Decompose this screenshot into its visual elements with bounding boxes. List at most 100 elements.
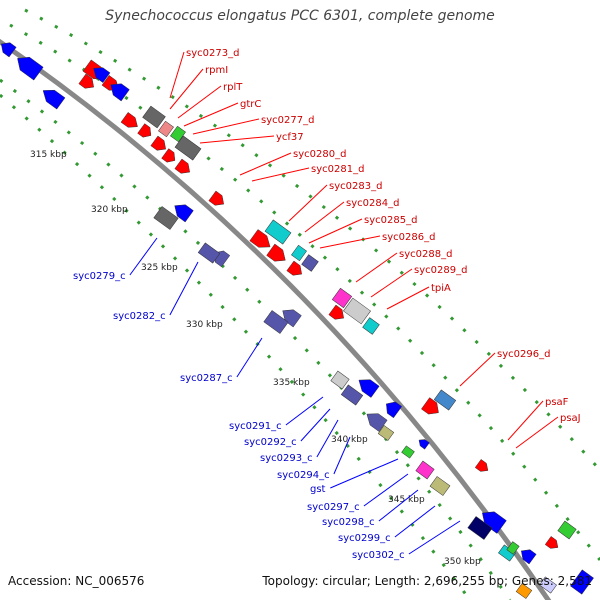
forward-gene-label: syc0277_d <box>261 115 314 126</box>
forward-gene-box <box>301 254 319 272</box>
reverse-gene-label: syc0299_c <box>338 533 391 544</box>
forward-gene-arrow <box>286 260 302 276</box>
reverse-leader-line <box>394 505 436 538</box>
kbp-scale-label: 340 kbp <box>331 435 368 445</box>
forward-gene-arrow <box>78 73 94 89</box>
forward-leader-line <box>169 51 185 99</box>
reverse-leader-line <box>169 261 199 316</box>
forward-gene-arrow <box>174 158 190 174</box>
reverse-gene-arrow <box>42 89 66 110</box>
reverse-leader-line <box>330 458 399 489</box>
reverse-gene-box <box>539 576 557 594</box>
forward-leader-line <box>169 68 204 110</box>
forward-gene-label: syc0281_d <box>311 164 364 175</box>
forward-gene-box <box>170 125 186 143</box>
reverse-gene-label: syc0291_c <box>229 421 282 432</box>
forward-leader-line <box>288 184 328 222</box>
forward-leader-line <box>370 268 413 298</box>
forward-leader-line <box>304 201 345 233</box>
kbp-scale-label: 335 kbp <box>273 378 310 388</box>
reverse-gene-label: syc0292_c <box>244 437 297 448</box>
kbp-scale-label: 320 kbp <box>91 205 128 215</box>
reverse-gene-box <box>429 476 451 496</box>
kbp-scale-label: 315 kbp <box>30 150 67 160</box>
forward-gene-box <box>331 287 353 309</box>
forward-leader-line <box>251 167 310 182</box>
reverse-tick-track-outer <box>0 93 472 600</box>
forward-gene-box <box>343 297 371 325</box>
forward-gene-box <box>264 219 292 245</box>
reverse-leader-line <box>285 396 324 426</box>
reverse-tick-track-inner <box>0 78 512 600</box>
forward-gene-label: syc0288_d <box>399 249 452 260</box>
forward-gene-box <box>142 105 166 129</box>
forward-gene-label: syc0283_d <box>329 181 382 192</box>
forward-leader-line <box>239 152 292 176</box>
forward-leader-line <box>386 286 430 310</box>
forward-gene-label: gtrC <box>240 99 261 110</box>
forward-leader-line <box>183 102 239 127</box>
reverse-leader-line <box>378 489 419 522</box>
forward-gene-arrow <box>150 135 166 151</box>
forward-gene-box <box>557 520 577 540</box>
forward-gene-label: rplT <box>223 82 243 93</box>
reverse-gene-arrow <box>174 204 194 223</box>
forward-gene-arrow <box>266 243 286 262</box>
genome-summary: Topology: circular; Length: 2,696,255 bp… <box>262 574 592 588</box>
reverse-leader-line <box>300 408 331 442</box>
reverse-gene-arrow <box>93 67 111 83</box>
accession-label: Accession: NC_006576 <box>8 574 145 588</box>
forward-leader-line <box>355 252 398 283</box>
reverse-gene-label: gst <box>310 484 326 495</box>
kbp-scale-label: 350 kbp <box>444 557 481 567</box>
forward-gene-arrow <box>421 397 439 415</box>
reverse-gene-box <box>467 516 493 540</box>
forward-leader-line <box>319 235 381 249</box>
reverse-gene-label: syc0293_c <box>260 453 313 464</box>
reverse-gene-box <box>515 583 533 599</box>
reverse-gene-arrow <box>17 56 44 81</box>
forward-gene-box <box>362 317 380 335</box>
forward-gene-arrow <box>120 112 138 128</box>
forward-gene-label: syc0286_d <box>382 232 435 243</box>
forward-leader-line <box>507 400 544 441</box>
forward-gene-arrow <box>161 148 176 163</box>
reverse-gene-arrow <box>1 42 17 58</box>
forward-gene-label: ycf37 <box>276 132 304 143</box>
reverse-gene-box <box>330 370 350 390</box>
forward-gene-label: tpiA <box>431 283 451 294</box>
forward-gene-arrow <box>249 229 271 248</box>
forward-gene-box <box>174 135 202 161</box>
reverse-gene-label: syc0302_c <box>352 550 405 561</box>
forward-gene-label: syc0280_d <box>293 149 346 160</box>
kbp-scale-label: 345 kbp <box>388 495 425 505</box>
reverse-gene-label: syc0294_c <box>277 470 330 481</box>
reverse-gene-arrow <box>110 83 130 102</box>
reverse-gene-label: syc0279_c <box>73 271 126 282</box>
forward-gene-label: syc0284_d <box>346 198 399 209</box>
reverse-gene-label: syc0282_c <box>113 311 166 322</box>
reverse-gene-arrow <box>418 439 430 450</box>
reverse-gene-box <box>197 242 221 264</box>
reverse-gene-box <box>506 541 520 555</box>
reverse-leader-line <box>363 473 409 507</box>
kbp-scale-label: 325 kbp <box>141 263 178 273</box>
reverse-gene-arrow <box>366 413 388 432</box>
forward-gene-arrow <box>208 190 224 206</box>
forward-gene-label: syc0296_d <box>497 349 550 360</box>
forward-gene-arrow <box>544 536 559 549</box>
kbp-scale-label: 330 kbp <box>186 320 223 330</box>
forward-leader-line <box>177 85 222 119</box>
forward-leader-line <box>515 416 559 449</box>
forward-gene-arrow <box>137 123 152 138</box>
reverse-leader-line <box>333 436 351 475</box>
reverse-gene-arrow <box>386 401 403 419</box>
forward-leader-line <box>199 135 275 144</box>
reverse-gene-arrow <box>358 379 380 398</box>
forward-gene-label: syc0289_d <box>414 265 467 276</box>
forward-gene-arrow <box>328 304 344 320</box>
genome-backbone <box>0 38 552 600</box>
forward-gene-label: psaF <box>545 397 569 408</box>
reverse-gene-box <box>263 310 289 334</box>
